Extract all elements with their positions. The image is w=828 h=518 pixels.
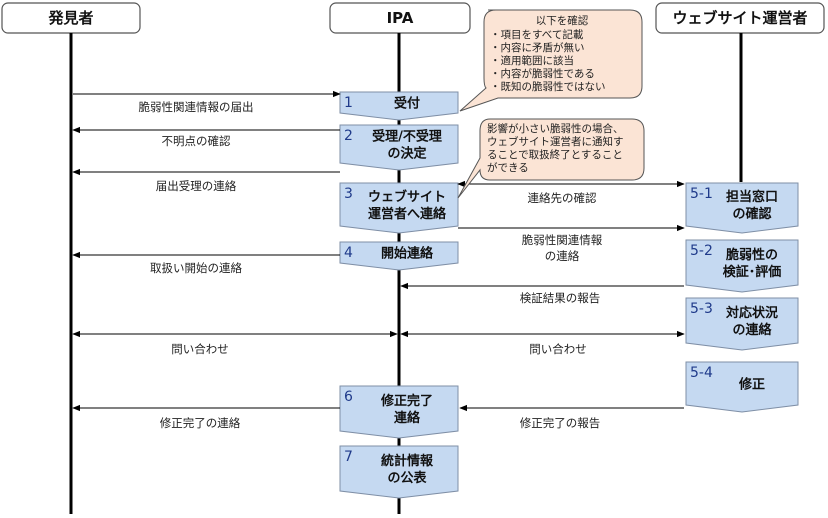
- step-s7-label-1: 統計情報: [381, 453, 434, 469]
- actor-finder: 発見者: [1, 2, 141, 34]
- actor-operator-label: ウェブサイト運営者: [672, 9, 807, 27]
- step-s54: 5-4 修正: [685, 361, 799, 413]
- step-s6-label-1: 修正完了: [380, 393, 433, 409]
- actor-ipa-label: IPA: [387, 9, 414, 27]
- step-s54-label-1: 修正: [738, 377, 765, 393]
- step-s3-box: [339, 182, 459, 234]
- actor-finder-label: 発見者: [47, 9, 93, 27]
- step-s2-label-1: 受理/不受理: [372, 129, 442, 145]
- step-s51-label-1: 担当窓口: [726, 189, 778, 205]
- step-s2-box: [339, 124, 459, 171]
- step-s6-box: [339, 385, 459, 439]
- actor-ipa: IPA: [329, 2, 471, 34]
- msg-m11: 修正完了の報告: [520, 416, 601, 430]
- msg-m3: 届出受理の連絡: [156, 179, 237, 193]
- callout-minor-line-4: ができる: [487, 161, 529, 174]
- callout-minor-line-1: 影響が小さい脆弱性の場合、: [487, 122, 624, 135]
- callout-check-item-4: ・内容が脆弱性である: [490, 67, 595, 80]
- msg-m9: 問い合わせ: [529, 342, 587, 356]
- callout-check-item-2: ・内容に矛盾が無い: [490, 41, 585, 54]
- step-s51-label-2: の確認: [732, 206, 771, 222]
- callout-minor-line-2: ウェブサイト運営者に通知す: [487, 135, 624, 148]
- actor-operator: ウェブサイト運営者: [655, 2, 825, 34]
- msg-m4: 連絡先の確認: [528, 191, 597, 205]
- step-s52-box: [685, 239, 799, 293]
- step-s7-label-2: の公表: [387, 470, 427, 486]
- message-arrows: [72, 90, 685, 412]
- step-s3-label-2: 運営者へ連絡: [368, 206, 447, 222]
- msg-m10: 修正完了の連絡: [160, 416, 241, 430]
- step-s52-label-2: 検証･評価: [723, 264, 782, 280]
- msg-m6: 取扱い開始の連絡: [150, 261, 242, 275]
- step-s53-number: 5-3: [690, 301, 713, 317]
- msg-m5-line1: 脆弱性関連情報: [522, 233, 603, 247]
- step-s52-label-1: 脆弱性の: [725, 247, 778, 263]
- step-s4-box: [339, 241, 459, 271]
- step-s1-label-1: 受付: [394, 96, 420, 112]
- step-s6-label-2: 連絡: [394, 410, 421, 426]
- step-s51-number: 5-1: [690, 186, 713, 202]
- step-s1-number: 1: [344, 95, 353, 111]
- step-s4: 4 開始連絡: [339, 241, 459, 271]
- step-s6-number: 6: [344, 389, 353, 405]
- callout-minor-line-3: ることで取扱終了とすること: [487, 148, 623, 161]
- step-s3-label-1: ウェブサイト: [368, 189, 446, 205]
- step-s2-number: 2: [344, 128, 353, 144]
- msg-m8: 問い合わせ: [171, 342, 229, 356]
- callout-check-item-1: ・項目をすべて記載: [490, 28, 584, 41]
- step-s53-box: [685, 297, 799, 351]
- msg-m2: 不明点の確認: [162, 134, 231, 148]
- msg-m5-line2: の連絡: [545, 249, 580, 263]
- step-s3-number: 3: [344, 186, 353, 202]
- step-s53-label-2: の連絡: [732, 322, 772, 338]
- step-s7-box: [339, 445, 459, 499]
- step-s1: 1 受付: [339, 91, 459, 121]
- step-s51-box: [685, 182, 799, 234]
- step-s52-number: 5-2: [690, 243, 713, 259]
- callout-check-item-3: ・適用範囲に該当: [490, 54, 574, 67]
- step-s2-label-2: の決定: [387, 146, 426, 162]
- step-s54-box: [685, 361, 799, 413]
- msg-m1: 脆弱性関連情報の届出: [139, 100, 254, 114]
- msg-m7: 検証結果の報告: [520, 291, 601, 305]
- callout-check: 以下を確認 ・項目をすべて記載 ・内容に矛盾が無い ・適用範囲に該当 ・内容が脆…: [459, 9, 643, 112]
- step-s4-label-1: 開始連絡: [381, 246, 434, 262]
- step-s7-number: 7: [344, 449, 353, 465]
- step-s1-box: [339, 91, 459, 121]
- step-s4-number: 4: [344, 245, 353, 261]
- callout-minor: 影響が小さい脆弱性の場合、 ウェブサイト運営者に通知す ることで取扱終了とするこ…: [457, 118, 645, 199]
- callout-check-title: 以下を確認: [536, 14, 589, 27]
- step-s54-number: 5-4: [690, 365, 713, 381]
- step-s53-label-1: 対応状況: [725, 305, 778, 321]
- callout-check-item-5: ・既知の脆弱性ではない: [490, 80, 606, 93]
